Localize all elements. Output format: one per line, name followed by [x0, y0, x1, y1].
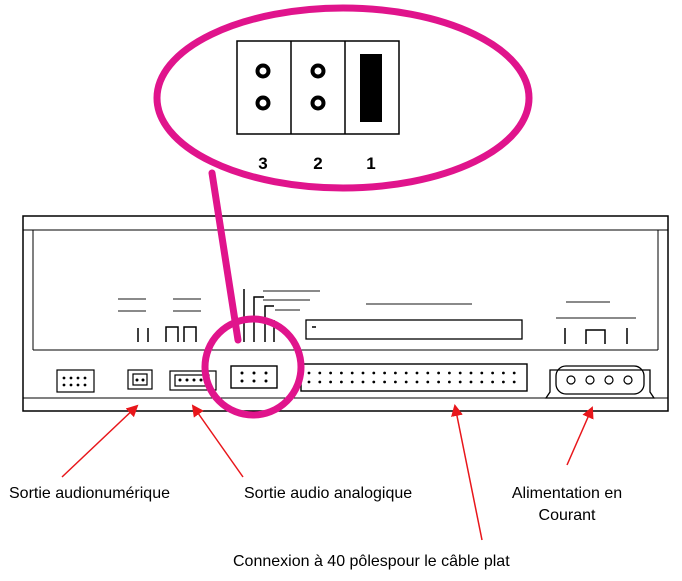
ide-pin	[512, 380, 516, 384]
drive-outline	[22, 215, 669, 412]
ide-pin	[437, 380, 440, 384]
ide-pin	[340, 380, 343, 384]
ide-pin	[350, 371, 354, 375]
ide-pin	[448, 380, 451, 384]
ide-pin	[361, 371, 365, 375]
jumper-position-3: 3	[258, 154, 267, 173]
ide-pin	[372, 380, 376, 384]
ide-pin	[480, 371, 484, 375]
jumper-cap	[360, 54, 382, 122]
ide-pin	[394, 380, 397, 384]
ide-pin	[383, 371, 386, 375]
ide-pin	[437, 371, 440, 375]
ide-pin	[361, 380, 365, 384]
pin-ticks	[137, 289, 628, 344]
ide-pin	[383, 380, 386, 384]
ide-pin	[448, 371, 451, 375]
label-power-line2: Courant	[539, 507, 596, 524]
ide-pin	[318, 380, 322, 384]
ide-pin	[502, 380, 505, 384]
connectors	[56, 363, 656, 399]
jumper-pin	[255, 63, 271, 79]
zoom-ellipse	[153, 4, 533, 192]
drive-body	[22, 215, 669, 412]
ide-pin	[491, 380, 494, 384]
ide-pin	[329, 380, 332, 384]
jumper-position-2: 2	[313, 154, 322, 173]
arrow-analog-audio	[191, 404, 244, 478]
arrow-ide-connector	[451, 404, 483, 541]
ide-pin	[404, 380, 408, 384]
ide-pin	[426, 371, 430, 375]
ide-pin	[480, 380, 484, 384]
arrow-power	[566, 406, 594, 466]
ide-pin	[426, 380, 430, 384]
ide-pin	[340, 371, 343, 375]
arrow-digital-audio	[61, 404, 139, 478]
board-slot	[305, 319, 523, 340]
jumper-position-1: 1	[366, 154, 375, 173]
label-analog-audio: Sortie audio analogique	[244, 485, 412, 502]
jumper-connector	[230, 365, 278, 389]
ide-40pin-connector	[300, 363, 528, 392]
ide-pin	[458, 380, 462, 384]
digital-audio-connector	[127, 369, 153, 390]
ide-pin	[502, 371, 505, 375]
ide-pin	[318, 371, 322, 375]
ide-pin	[372, 371, 376, 375]
jumper-pin	[255, 95, 271, 111]
ide-pin	[350, 380, 354, 384]
jumper-zoom: 3 2 1	[153, 4, 533, 419]
label-digital-audio: Sortie audionumérique	[9, 485, 170, 502]
jumper-pin	[310, 63, 326, 79]
label-ide-connector: Connexion à 40 pôlespour le câble plat	[233, 553, 510, 570]
ide-pin	[469, 371, 473, 375]
jumper-pin	[310, 95, 326, 111]
power-connector	[544, 365, 656, 399]
ide-pin	[491, 371, 494, 375]
ide-pin	[404, 371, 408, 375]
ide-pin	[469, 380, 473, 384]
ide-pin	[329, 371, 332, 375]
ide-pin	[512, 371, 516, 375]
board-markings	[118, 290, 636, 319]
ide-pin	[458, 371, 462, 375]
ide-pin	[307, 380, 311, 384]
zoom-connector-line	[208, 169, 242, 344]
zoom-circle	[201, 315, 305, 419]
ide-pin	[415, 380, 419, 384]
callout-arrows	[61, 404, 594, 541]
left-small-connector	[56, 369, 95, 393]
ide-pin	[415, 371, 419, 375]
ide-pin	[307, 371, 311, 375]
label-power-line1: Alimentation en	[512, 485, 622, 502]
analog-audio-connector	[169, 370, 217, 391]
ide-pin	[394, 371, 397, 375]
